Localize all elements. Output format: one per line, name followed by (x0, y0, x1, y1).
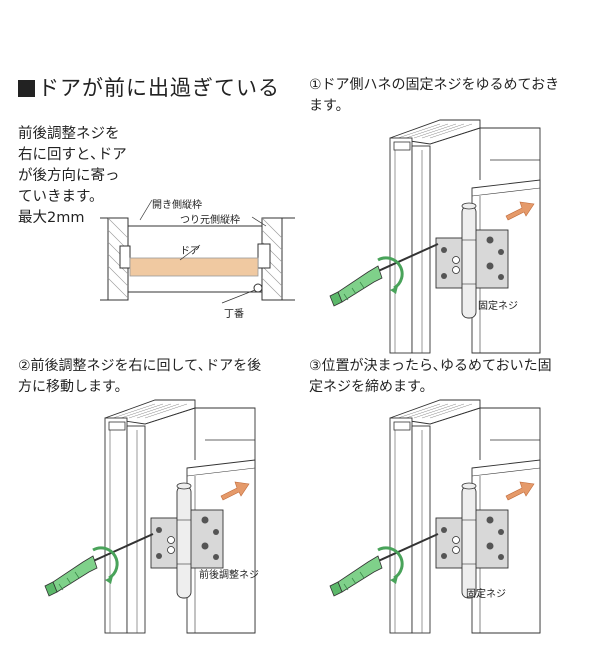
step-3-text: ③位置が決まったら､ゆるめておいた固 定ネジを締めます。 (309, 358, 552, 395)
label-fixing-screw-1: 固定ネジ (478, 301, 518, 312)
step-2-illustration (43, 399, 256, 634)
step-1-illustration (328, 119, 541, 354)
square-bullet-icon (18, 80, 35, 97)
label-hinge-side-stile: つり元側縦枠 (180, 215, 240, 226)
label-adjust-screw: 前後調整ネジ (199, 570, 259, 581)
label-door: ドア (180, 246, 200, 257)
step-3-illustration (328, 399, 541, 634)
intro-line: ていきます。 (18, 189, 104, 205)
intro-line: 右に回すと､ドア (18, 147, 127, 163)
door-plan-diagram (100, 199, 295, 304)
hinge-knuckle (253, 283, 263, 293)
hinge-side-stile (257, 217, 295, 301)
step-2-text: ②前後調整ネジを右に回して､ドアを後 方に移動します。 (18, 358, 262, 395)
open-side-stile (100, 217, 131, 301)
label-fixing-screw-3: 固定ネジ (466, 589, 506, 600)
intro-line: 前後調整ネジを (18, 126, 120, 142)
label-hinge: 丁番 (224, 309, 244, 320)
intro-line: が後方向に寄っ (18, 168, 120, 184)
step-1-text: ①ドア側ハネの固定ネジをゆるめておき ます。 (309, 77, 560, 114)
intro-text: 前後調整ネジを 右に回すと､ドア が後方向に寄っ ていきます。 最大2mm (18, 124, 127, 229)
label-open-side-stile: 開き側縦枠 (152, 200, 202, 211)
intro-line: 最大2mm (18, 210, 85, 226)
door-panel (129, 257, 259, 277)
page-title: ドアが前に出過ぎている (18, 72, 280, 102)
